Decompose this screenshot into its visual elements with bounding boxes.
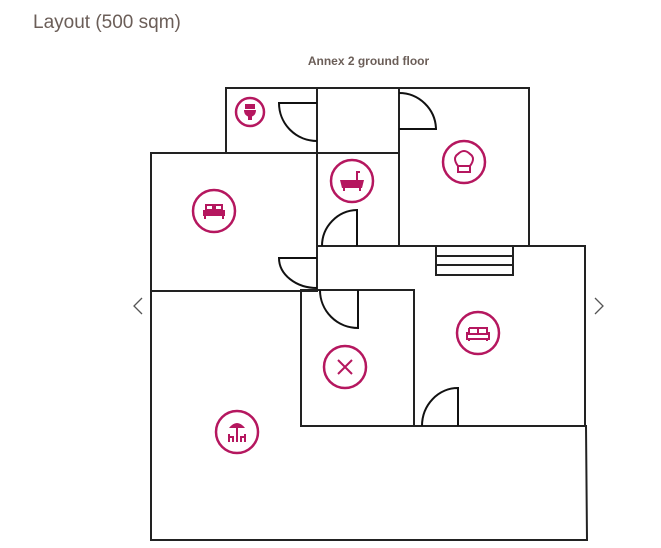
walls [150,87,589,541]
bed-icon[interactable] [191,188,237,234]
layout-title: Layout (500 sqm) [33,12,181,33]
toilet-icon[interactable] [234,96,266,128]
doors [277,92,459,427]
sofa-icon[interactable] [455,310,501,356]
previous-arrow-icon[interactable] [133,297,143,315]
next-arrow-icon[interactable] [594,297,604,315]
dining-terrace-icon[interactable] [214,409,260,455]
bathtub-icon[interactable] [329,158,375,204]
floor-label: Annex 2 ground floor [307,54,430,68]
kitchen-chef-hat-icon[interactable] [441,139,487,185]
close-x-icon[interactable] [322,344,368,390]
